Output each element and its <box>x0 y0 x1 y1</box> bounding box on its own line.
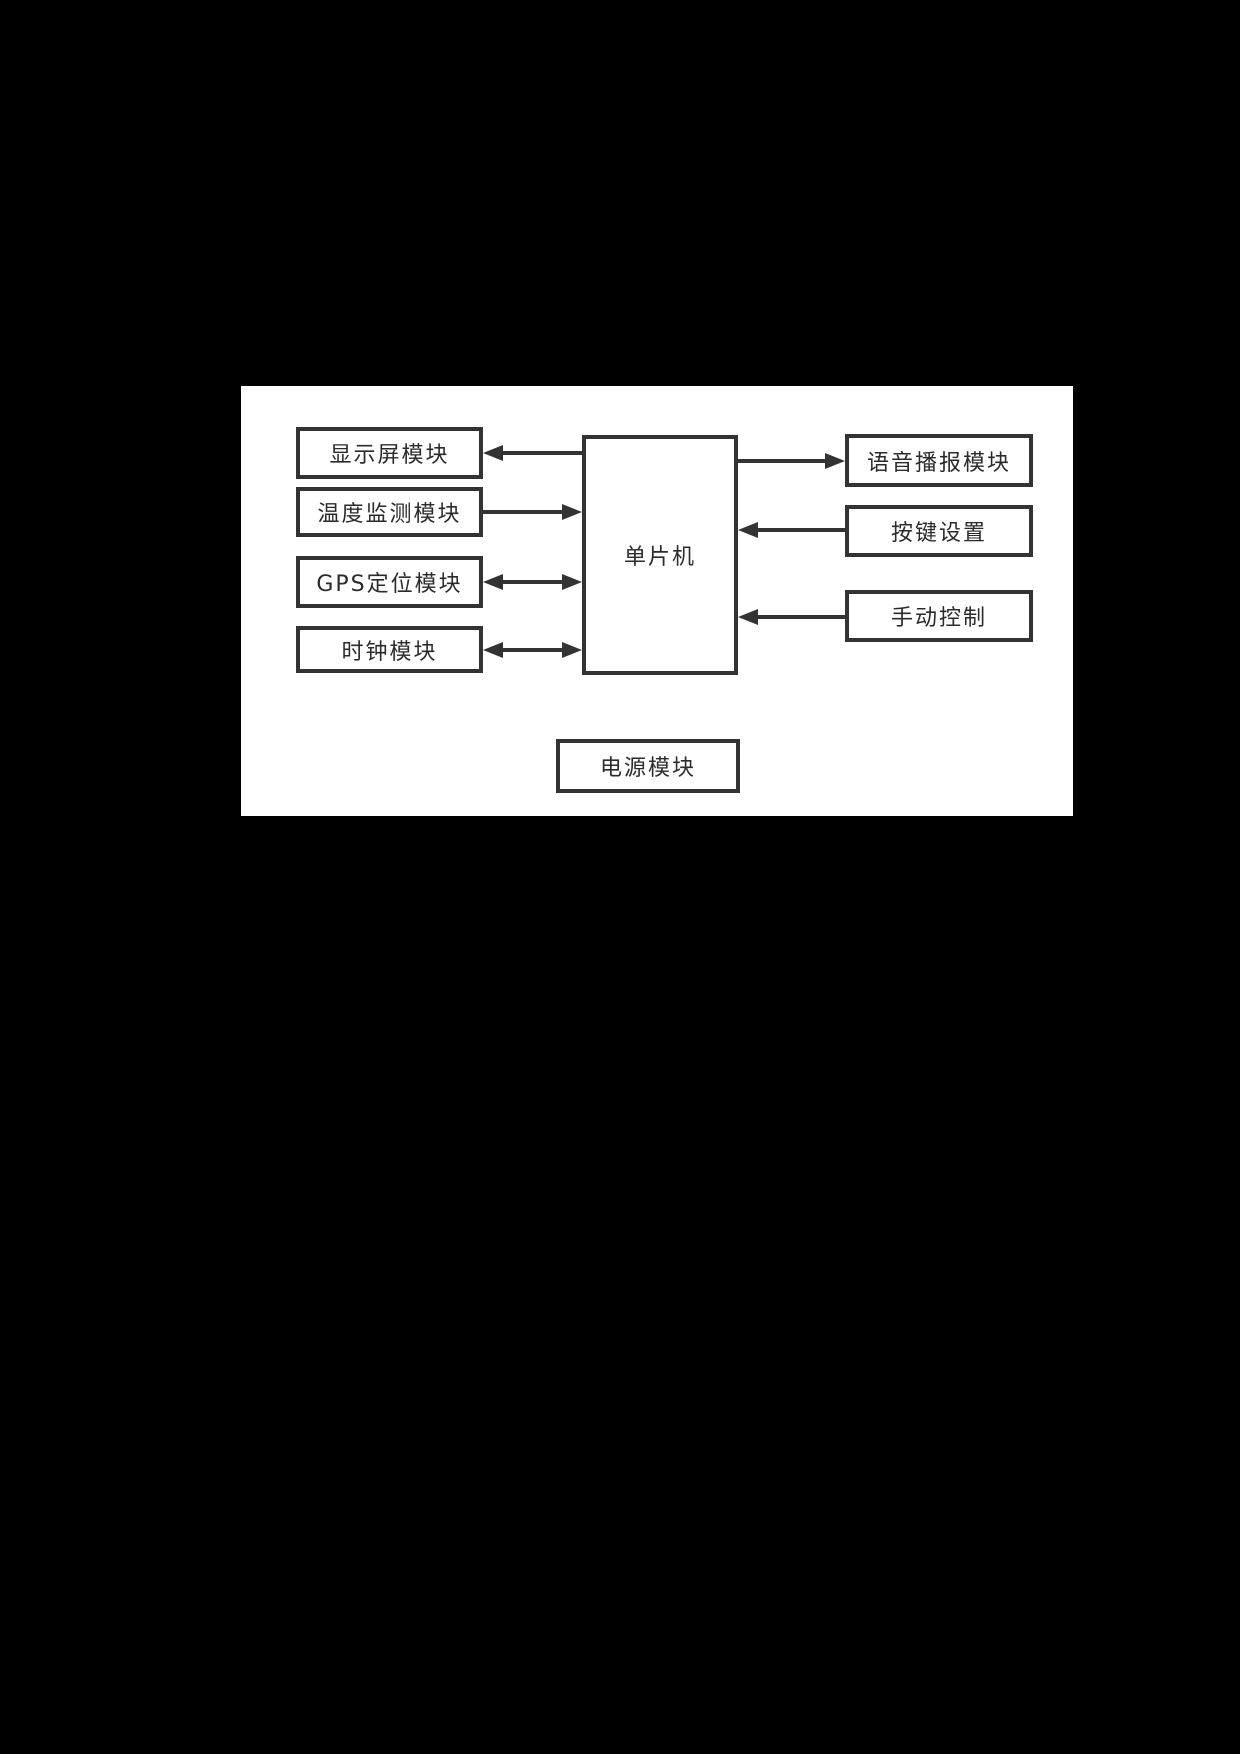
module-box-mcu: 单片机 <box>582 435 738 675</box>
diagram-panel: 显示屏模块 温度监测模块 GPS定位模块 时钟模块 单片机 语音播报模块 按键设… <box>241 386 1073 816</box>
arrowhead-left-icon <box>738 522 758 538</box>
module-label-key-settings: 按键设置 <box>890 521 987 546</box>
arrow-temperature-to-mcu <box>483 504 582 520</box>
arrow-mcu-to-voice <box>738 453 845 469</box>
module-label-display: 显示屏模块 <box>329 443 450 468</box>
module-box-power: 电源模块 <box>556 739 740 793</box>
module-label-mcu: 单片机 <box>623 545 696 570</box>
module-label-gps-positioning: GPS定位模块 <box>316 572 463 597</box>
arrowhead-left-icon <box>738 609 758 625</box>
arrowhead-right-icon <box>825 453 845 469</box>
arrow-shaft <box>738 459 827 463</box>
module-label-temperature-monitor: 温度监测模块 <box>317 502 462 527</box>
arrow-manual-to-mcu <box>738 609 845 625</box>
arrowhead-left-icon <box>483 574 503 590</box>
arrow-keys-to-mcu <box>738 522 845 538</box>
arrow-shaft <box>756 615 845 619</box>
arrowhead-right-icon <box>562 574 582 590</box>
arrow-mcu-to-display <box>483 445 582 461</box>
arrow-shaft <box>501 648 564 652</box>
module-label-voice-broadcast: 语音播报模块 <box>866 450 1011 476</box>
module-label-manual-control: 手动控制 <box>890 606 987 631</box>
arrow-clock-bidirectional <box>483 642 582 658</box>
module-box-display: 显示屏模块 <box>296 427 483 479</box>
module-box-gps-positioning: GPS定位模块 <box>296 556 483 608</box>
module-box-key-settings: 按键设置 <box>845 505 1033 557</box>
arrowhead-right-icon <box>562 504 582 520</box>
arrowhead-left-icon <box>483 445 503 461</box>
module-label-power: 电源模块 <box>599 756 696 781</box>
arrow-shaft <box>756 528 845 532</box>
arrowhead-left-icon <box>483 642 503 658</box>
arrow-shaft <box>501 580 564 584</box>
arrow-shaft <box>483 510 564 514</box>
arrow-shaft <box>501 451 582 455</box>
module-box-voice-broadcast: 语音播报模块 <box>845 434 1033 487</box>
arrow-gps-bidirectional <box>483 574 582 590</box>
arrowhead-right-icon <box>562 642 582 658</box>
module-box-manual-control: 手动控制 <box>845 590 1033 642</box>
module-label-clock: 时钟模块 <box>341 639 438 665</box>
module-box-clock: 时钟模块 <box>296 626 483 673</box>
module-box-temperature-monitor: 温度监测模块 <box>296 487 483 537</box>
